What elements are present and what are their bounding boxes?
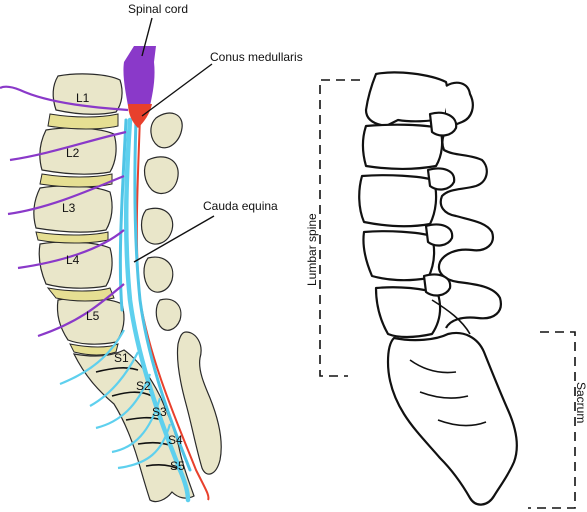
label-l5: L5 bbox=[86, 309, 100, 323]
lumbar-spine-bracket bbox=[319, 79, 360, 377]
label-s2: S2 bbox=[136, 379, 151, 393]
dural-sac-line bbox=[135, 115, 210, 501]
label-s4: S4 bbox=[168, 433, 183, 447]
spinal-cord-leader bbox=[141, 17, 153, 57]
cauda-equina-leader bbox=[133, 215, 215, 263]
label-s1: S1 bbox=[114, 351, 129, 365]
right-spine-line-drawing: Lumbar spine Sacrum bbox=[305, 71, 587, 509]
sacral-nerve-roots bbox=[59, 329, 172, 470]
vertebral-bodies bbox=[33, 73, 125, 345]
cauda-equina-label: Cauda equina bbox=[203, 199, 278, 213]
lumbar-body-outline bbox=[364, 71, 450, 128]
left-spine-illustration: L1 L2 L3 L4 L5 S1 S2 S3 S4 S5 Spinal cor… bbox=[0, 2, 303, 503]
label-l1: L1 bbox=[76, 91, 90, 105]
spinal-cord-label: Spinal cord bbox=[128, 2, 188, 16]
label-s3: S3 bbox=[152, 405, 167, 419]
sacrum-bone bbox=[72, 349, 195, 503]
lumbar-spine-label: Lumbar spine bbox=[305, 213, 319, 286]
spinous-processes bbox=[140, 112, 222, 475]
cauda-equina-nerves bbox=[118, 117, 192, 503]
vertebra-labels: L1 L2 L3 L4 L5 bbox=[62, 91, 100, 323]
conus-medullaris-leader bbox=[141, 63, 213, 117]
sacrum-outline bbox=[386, 331, 518, 506]
label-l3: L3 bbox=[62, 201, 76, 215]
sacral-labels: S1 S2 S3 S4 S5 bbox=[114, 351, 185, 473]
conus-medullaris-label: Conus medullaris bbox=[210, 50, 303, 64]
label-s5: S5 bbox=[170, 459, 185, 473]
conus-medullaris-shape bbox=[128, 104, 152, 128]
sacrum-bracket bbox=[528, 331, 576, 509]
spinal-cord-shape bbox=[123, 46, 156, 106]
sacrum-label: Sacrum bbox=[574, 382, 587, 423]
lumbar-nerve-roots bbox=[0, 85, 129, 338]
label-l2: L2 bbox=[66, 146, 80, 160]
label-l4: L4 bbox=[66, 253, 80, 267]
